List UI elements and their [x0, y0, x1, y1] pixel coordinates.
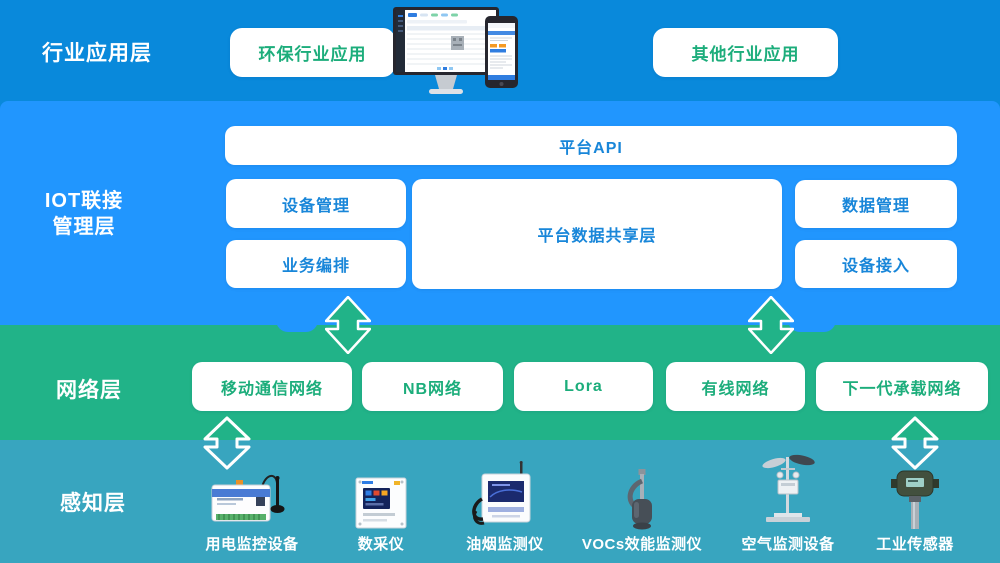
- layer2-label-line2: 管理层: [52, 216, 116, 238]
- device-vocs-monitor: VOCs效能监测仪: [567, 455, 717, 554]
- device-label: 油烟监测仪: [466, 536, 544, 553]
- network-box-nb: NB网络: [362, 362, 503, 411]
- industrial-sensor-icon: [891, 470, 939, 529]
- double-vertical-arrow-outline-icon: [203, 416, 251, 470]
- double-vertical-arrow-green-icon: [748, 296, 794, 354]
- double-vertical-arrow-green-icon: [325, 296, 371, 354]
- device-label: 数采仪: [357, 536, 405, 553]
- device-label: VOCs效能监测仪: [581, 536, 703, 553]
- industry-app-other-box: 其他行业应用: [653, 28, 838, 77]
- fume-monitor-icon: [472, 461, 531, 525]
- service-orchestration-box: 业务编排: [226, 240, 406, 288]
- network-box-nextgen: 下一代承载网络: [816, 362, 988, 411]
- data-sharing-box: 平台数据共享层: [412, 179, 782, 289]
- band-corner-bump: [276, 318, 318, 332]
- layer1-label: 行业应用层: [42, 42, 152, 65]
- layer-iot-management: IOT联接 管理层 平台API 设备管理 业务编排 平台数据共享层 数据管理 设…: [0, 101, 1000, 325]
- layer2-label-line1: IOT联接: [44, 190, 124, 212]
- platform-api-box: 平台API: [225, 126, 957, 165]
- layer3-label: 网络层: [56, 379, 122, 402]
- device-label: 用电监控设备: [205, 536, 299, 553]
- network-box-wired: 有线网络: [666, 362, 805, 411]
- layer2-label: IOT联接 管理层: [18, 188, 150, 240]
- device-label: 空气监测设备: [741, 536, 835, 553]
- network-box-lora: Lora: [514, 362, 653, 411]
- layer4-label: 感知层: [60, 492, 126, 515]
- double-vertical-arrow-outline-icon: [891, 416, 939, 470]
- data-collector-icon: [355, 477, 407, 529]
- device-data-collector: 数采仪: [306, 455, 456, 554]
- device-access-box: 设备接入: [795, 240, 957, 288]
- device-air-monitor: 空气监测设备: [713, 454, 863, 554]
- device-fume-monitor: 油烟监测仪: [430, 455, 580, 554]
- dashboard-monitor-phone-icon: [393, 7, 518, 94]
- device-label: 工业传感器: [876, 536, 954, 553]
- layer-network: 网络层 移动通信网络 NB网络 Lora 有线网络 下一代承载网络: [0, 325, 1000, 440]
- layer-industry-application: 行业应用层 环保行业应用 其他行业应用: [0, 0, 1000, 101]
- data-management-box: 数据管理: [795, 180, 957, 228]
- power-monitor-icon: [211, 475, 285, 522]
- vocs-monitor-icon: [627, 469, 652, 530]
- band-corner-bump: [788, 318, 836, 332]
- device-power-monitor: 用电监控设备: [177, 455, 327, 554]
- device-management-box: 设备管理: [226, 179, 406, 228]
- network-box-mobile: 移动通信网络: [192, 362, 352, 411]
- air-monitor-icon: [762, 454, 815, 522]
- industry-app-env-box: 环保行业应用: [230, 28, 395, 77]
- device-industrial-sensor: 工业传感器: [840, 455, 990, 554]
